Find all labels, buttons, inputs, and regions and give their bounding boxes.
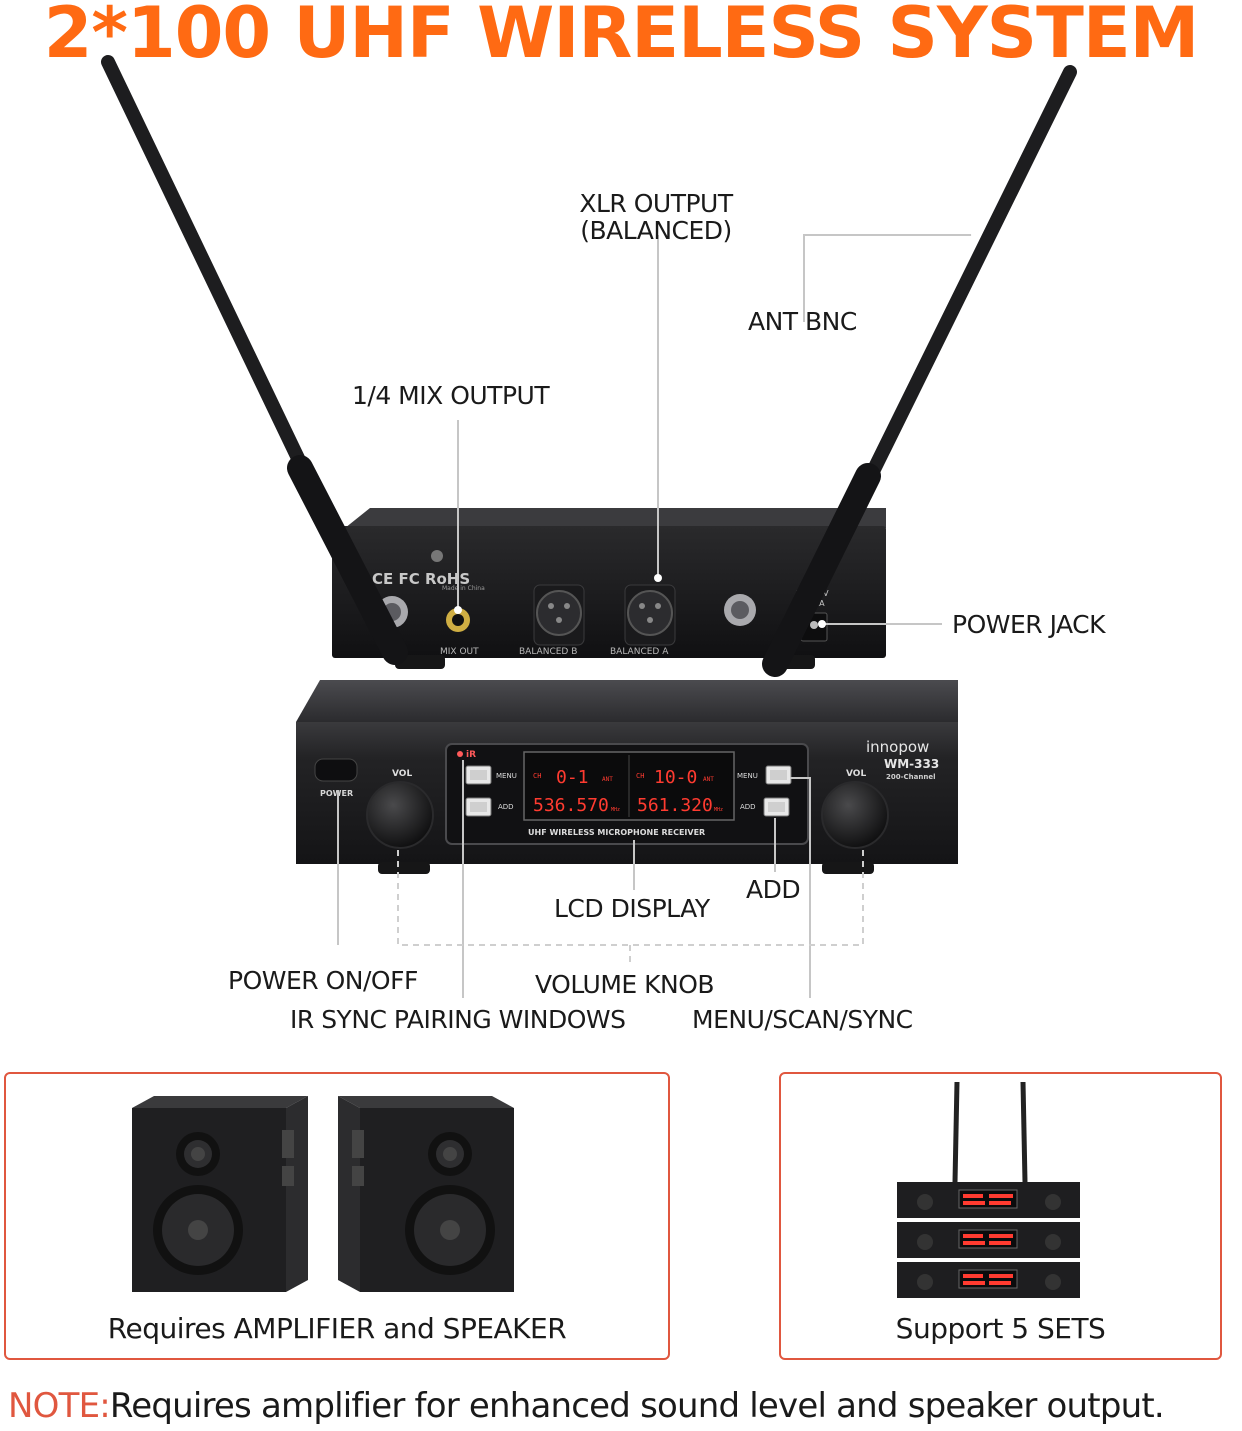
ir-sync-label: IR SYNC PAIRING WINDOWS [290, 1005, 626, 1034]
vol-right-label: VOL [846, 769, 866, 779]
model-name: WM-333 [884, 757, 939, 771]
ir-label: iR [466, 750, 476, 760]
add-left-label: ADD [498, 803, 514, 811]
receiver-label: UHF WIRELESS MICROPHONE RECEIVER [528, 828, 705, 837]
lcd-a-mhz: MHz [611, 807, 620, 813]
lcd-a-ant: ANT [602, 776, 613, 783]
stack-caption: Support 5 SETS [895, 1312, 1106, 1345]
lcd-display-label: LCD DISPLAY [554, 894, 710, 923]
xlr-output-label: XLR OUTPUT (BALANCED) [556, 190, 756, 244]
balanced-b-label: BALANCED B [519, 647, 577, 657]
callout-lines [337, 234, 975, 998]
xlr-output-line2: (BALANCED) [580, 216, 732, 245]
lcd-a-ch: CH [533, 772, 541, 780]
lcd-a-channel: 0-1 [556, 767, 589, 788]
page-title: 2*100 UHF WIRELESS SYSTEM [43, 0, 1200, 74]
power-label: POWER [320, 789, 353, 798]
power-jack-label: POWER JACK [952, 610, 1106, 639]
lcd-b-ch: CH [636, 772, 644, 780]
brand-name: innopow [866, 738, 929, 756]
power-on-off-label: POWER ON/OFF [228, 966, 418, 995]
receiver-illustration: CE FC RoHS Made in China B MIX OUT BALAN… [101, 55, 1077, 998]
menu-right-label: MENU [737, 772, 758, 780]
cert-marks: CE FC RoHS [372, 570, 470, 588]
mix-output-label: 1/4 MIX OUTPUT [352, 381, 550, 410]
front-receiver: POWER VOL VOL innopow WM-333 200-Channel… [296, 680, 958, 874]
lcd-b-channel: 10-0 [654, 767, 697, 788]
note-prefix: NOTE: [8, 1386, 111, 1426]
lcd-b-freq: 561.320 [637, 795, 713, 816]
stacked-receivers-icon [897, 1081, 1080, 1298]
add-right-label: ADD [740, 803, 756, 811]
note-line: NOTE:Requires amplifier for enhanced sou… [8, 1386, 1165, 1426]
rear-receiver: CE FC RoHS Made in China B MIX OUT BALAN… [101, 55, 1077, 677]
made-in-text: Made in China [442, 585, 485, 592]
lcd-a-freq: 536.570 [533, 795, 609, 816]
lcd-b-ant: ANT [703, 776, 714, 783]
ant-bnc-label: ANT BNC [748, 307, 857, 336]
balanced-a-label: BALANCED A [610, 647, 669, 657]
speaker-requirement-box: Requires AMPLIFIER and SPEAKER [4, 1072, 670, 1360]
channels-label: 200-Channel [886, 773, 935, 781]
vol-left-label: VOL [392, 769, 412, 779]
add-label: ADD [746, 875, 801, 904]
note-text: Requires amplifier for enhanced sound le… [109, 1386, 1165, 1426]
volume-knob-label: VOLUME KNOB [535, 970, 715, 999]
speaker-icon [132, 1096, 514, 1292]
stack-support-box: Support 5 SETS [779, 1072, 1222, 1360]
lcd-b-mhz: MHz [714, 807, 723, 813]
xlr-output-line1: XLR OUTPUT [579, 189, 733, 218]
menu-scan-sync-label: MENU/SCAN/SYNC [692, 1005, 913, 1034]
mix-out-label: MIX OUT [440, 647, 479, 657]
menu-left-label: MENU [496, 772, 517, 780]
antenna-right-icon [762, 65, 1077, 677]
speaker-caption: Requires AMPLIFIER and SPEAKER [107, 1312, 567, 1345]
antenna-left-icon [101, 55, 408, 665]
volume-bracket [397, 850, 864, 962]
